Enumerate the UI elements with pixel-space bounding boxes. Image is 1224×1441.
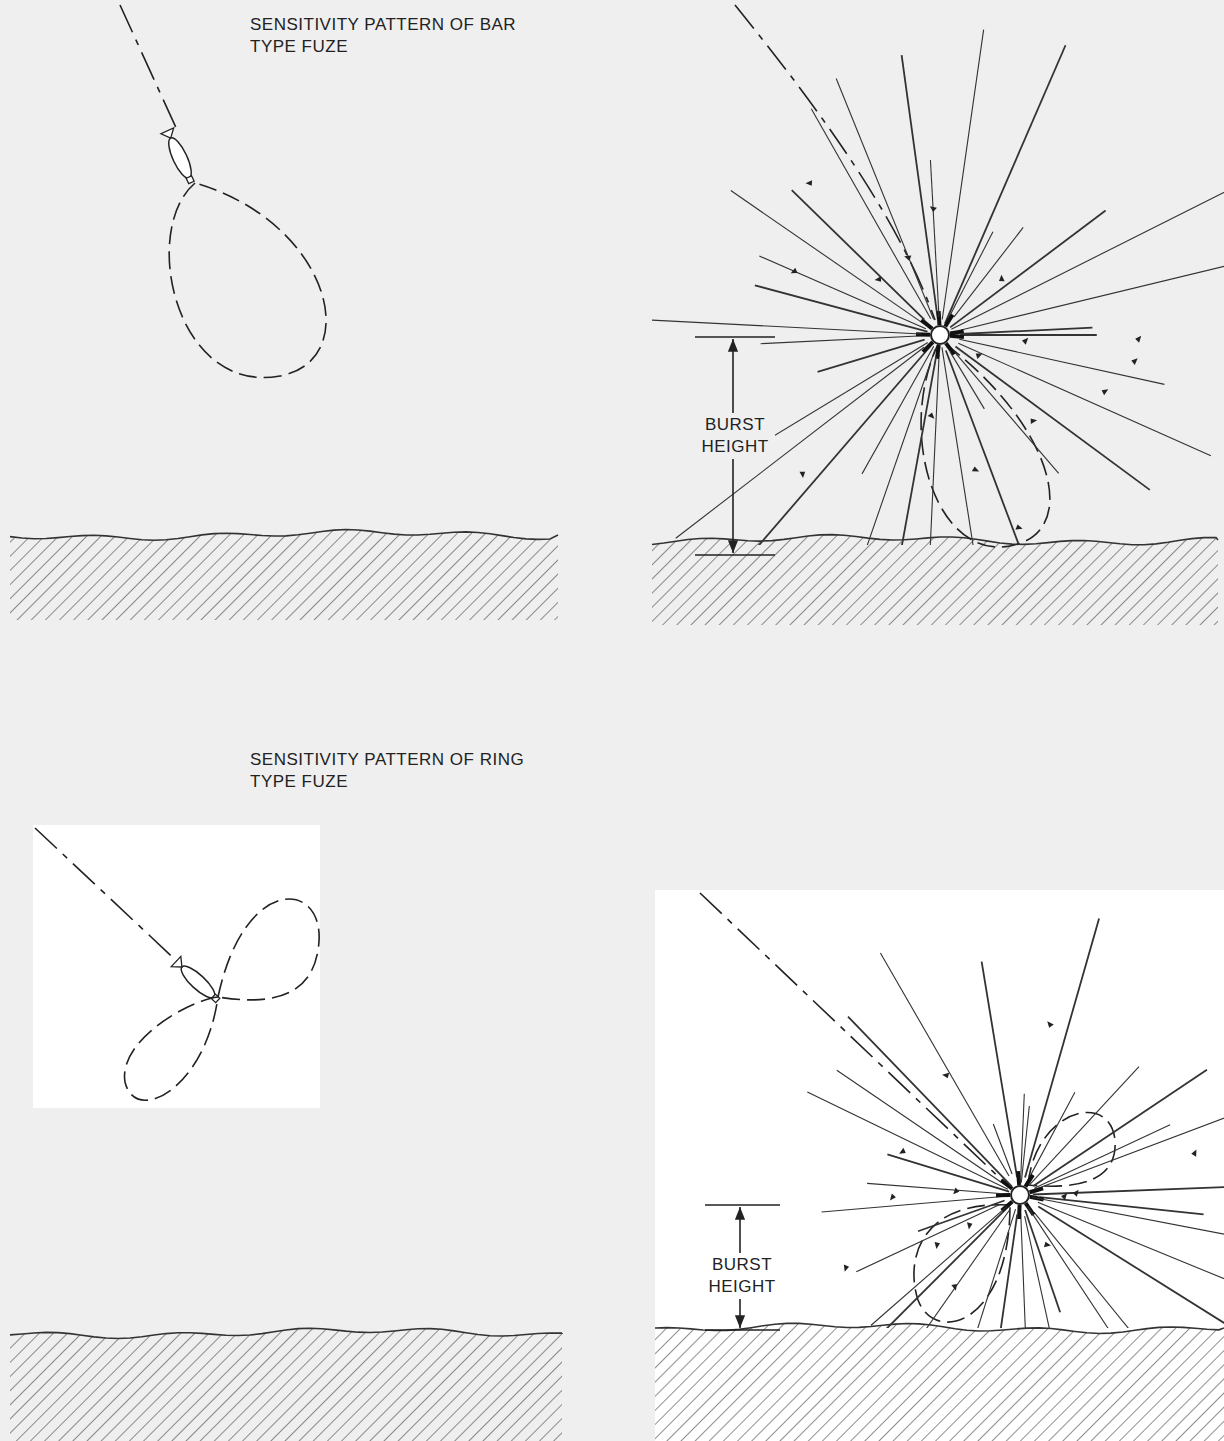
ground	[655, 1323, 1224, 1441]
ground-surface	[652, 535, 1218, 545]
inset-panel	[655, 890, 1224, 1441]
dimension-label: BURST HEIGHT	[702, 1253, 782, 1299]
burst-height-bracket	[695, 337, 780, 1330]
dimension-label: BURST HEIGHT	[695, 413, 775, 459]
ground-surface	[10, 530, 558, 541]
bomb	[161, 128, 198, 186]
ground-surface	[10, 1328, 562, 1338]
figure-title: SENSITIVITY PATTERN OF BAR TYPE FUZE	[250, 14, 540, 58]
inset-panel	[33, 825, 320, 1108]
ground	[652, 535, 1218, 625]
figure-title: SENSITIVITY PATTERN OF RING TYPE FUZE	[250, 749, 540, 793]
trajectory	[35, 5, 1005, 1183]
ground	[10, 1328, 562, 1441]
explosion	[807, 919, 1224, 1328]
explosion	[652, 30, 1224, 545]
ground	[10, 530, 558, 620]
